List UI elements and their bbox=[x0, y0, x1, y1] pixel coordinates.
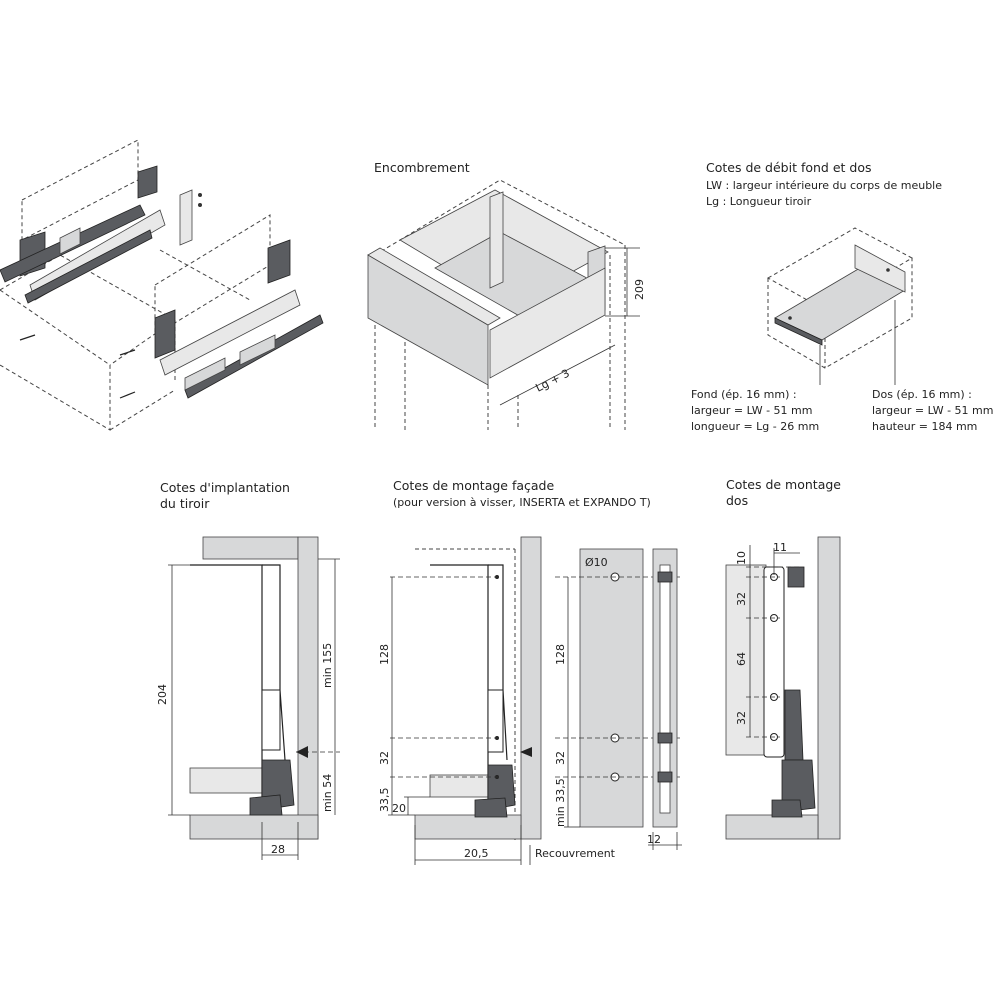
dim-min-54: min 54 bbox=[321, 774, 334, 812]
dos-dim-11: 11 bbox=[773, 541, 787, 554]
dos-dim-32-bottom: 32 bbox=[735, 711, 748, 725]
encombrement-title: Encombrement bbox=[374, 160, 470, 175]
dim-28: 28 bbox=[271, 843, 285, 856]
facade-dim-12: 12 bbox=[647, 833, 661, 846]
facade-dim-20-5: 20,5 bbox=[464, 847, 489, 860]
dos-title-line2: dos bbox=[726, 493, 748, 508]
dim-min-155: min 155 bbox=[321, 643, 334, 688]
facade-dim-33-5: 33,5 bbox=[378, 788, 391, 813]
dim-lg-plus-3: Lg + 3 bbox=[533, 367, 571, 395]
cotes-debit-lw-note: LW : largeur intérieure du corps de meub… bbox=[706, 179, 942, 192]
facade-section-drawing bbox=[388, 536, 682, 865]
fond-label: Fond (ép. 16 mm) : bbox=[691, 388, 797, 401]
dos-largeur: largeur = LW - 51 mm bbox=[872, 404, 993, 417]
encombrement-drawer-illustration bbox=[367, 179, 640, 430]
facade-plan-dim-min-33-5: min 33,5 bbox=[554, 778, 567, 827]
implantation-section-drawing bbox=[168, 536, 340, 860]
dos-dim-64: 64 bbox=[735, 652, 748, 666]
implantation-title-line2: du tiroir bbox=[160, 496, 210, 511]
exploded-view-illustration bbox=[0, 139, 324, 431]
facade-title-line1: Cotes de montage façade bbox=[393, 478, 554, 493]
facade-dim-32: 32 bbox=[378, 751, 391, 765]
dos-hauteur: hauteur = 184 mm bbox=[872, 420, 977, 433]
facade-diameter-10: Ø10 bbox=[585, 556, 608, 569]
dos-label: Dos (ép. 16 mm) : bbox=[872, 388, 972, 401]
facade-plan-dim-32: 32 bbox=[554, 751, 567, 765]
dim-204: 204 bbox=[156, 684, 169, 705]
dos-dim-32-top: 32 bbox=[735, 592, 748, 606]
dos-dim-10: 10 bbox=[735, 551, 748, 565]
fond-dos-illustration bbox=[766, 227, 914, 385]
facade-dim-128: 128 bbox=[378, 644, 391, 665]
facade-title-line2: (pour version à visser, INSERTA et EXPAN… bbox=[393, 496, 651, 509]
facade-plan-dim-128: 128 bbox=[554, 644, 567, 665]
fond-largeur: largeur = LW - 51 mm bbox=[691, 404, 812, 417]
facade-recouvrement-label: Recouvrement bbox=[535, 847, 616, 860]
facade-dim-20: 20 bbox=[392, 802, 406, 815]
fond-longueur: longueur = Lg - 26 mm bbox=[691, 420, 819, 433]
dos-section-drawing bbox=[725, 536, 841, 840]
cotes-debit-title: Cotes de débit fond et dos bbox=[706, 160, 872, 175]
dos-title-line1: Cotes de montage bbox=[726, 477, 841, 492]
cotes-debit-lg-note: Lg : Longueur tiroir bbox=[706, 195, 812, 208]
dim-209: 209 bbox=[633, 279, 646, 300]
implantation-title-line1: Cotes d'implantation bbox=[160, 480, 290, 495]
